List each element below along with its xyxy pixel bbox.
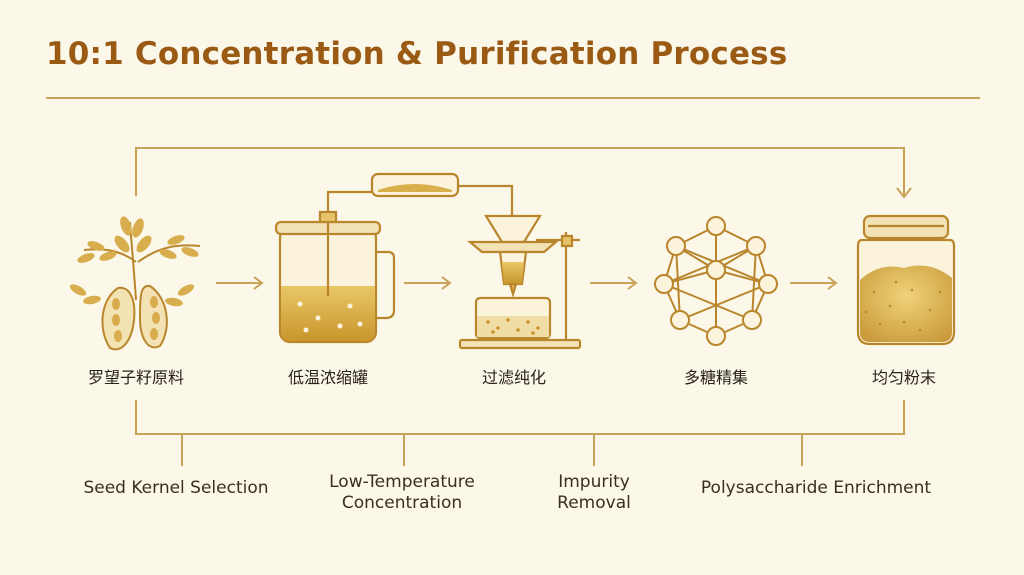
arrow-3 — [590, 276, 638, 290]
bottom-label-seed-kernel: Seed Kernel Selection — [83, 478, 268, 499]
bottom-label-polysaccharide: Polysaccharide Enrichment — [701, 478, 931, 499]
page-title: 10:1 Concentration & Purification Proces… — [46, 36, 788, 72]
powder-jar-icon — [856, 214, 956, 346]
bottom-label-line: Concentration — [341, 493, 463, 513]
bottom-label-line: Polysaccharide Enrichment — [700, 478, 932, 498]
step-arrows — [216, 276, 838, 290]
bottom-label-low-temp: Low-Temperature Concentration — [329, 472, 475, 514]
bottom-label-impurity: Impurity Removal — [557, 472, 631, 514]
step-label-powder: 均匀粉末 — [871, 368, 937, 387]
bottom-bracket — [135, 400, 905, 466]
title-divider — [46, 97, 980, 99]
arrow-2 — [404, 276, 452, 290]
step-label-filtration: 过滤纯化 — [481, 368, 547, 387]
arrow-4 — [790, 276, 838, 290]
bottom-label-line: Removal — [557, 493, 631, 513]
step-label-concentration-tank: 低温浓缩罐 — [287, 368, 369, 387]
bottom-label-line: Seed Kernel Selection — [83, 478, 269, 498]
molecular-network-icon — [654, 216, 778, 346]
filtration-apparatus-icon — [458, 214, 582, 350]
arrow-1 — [216, 276, 264, 290]
monk-fruit-seed-pod-icon — [69, 216, 201, 351]
step-label-polysaccharide: 多糖精集 — [683, 368, 749, 387]
step-label-raw-material: 罗望子籽原料 — [87, 368, 185, 387]
concentration-tank-icon — [274, 172, 514, 344]
bottom-label-line: Low-Temperature — [329, 472, 475, 492]
top-flow-line — [135, 147, 912, 199]
bottom-label-line: Impurity — [558, 472, 630, 492]
